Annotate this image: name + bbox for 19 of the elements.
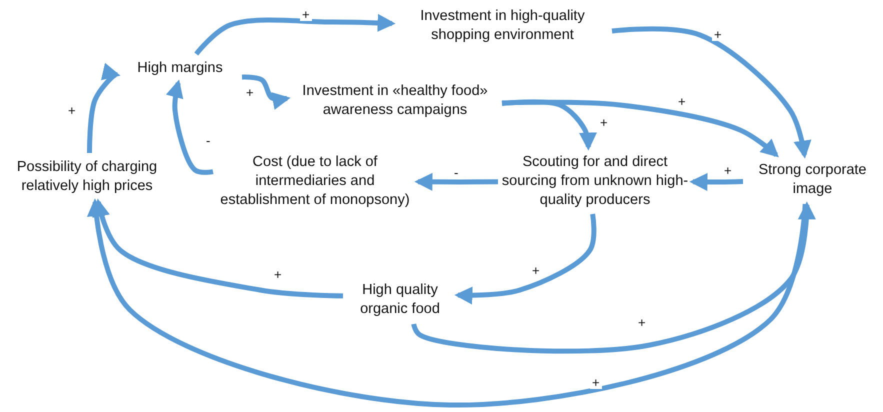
node-label: Scouting for and direct sourcing from unknown high-quality producers [500,152,690,210]
arrow [454,214,596,305]
node-label: Possibility of charging relatively high prices [16,158,158,196]
node-label: Strong corporate image [757,161,868,199]
arrow [87,62,121,153]
node-label: High margins [137,58,223,78]
arrow [194,14,396,56]
node-label: Investment in «healthy food» awareness campaigns [301,82,489,120]
node-label: Investment in high-quality shopping environment [419,7,586,45]
node-label: High quality organic food [359,281,441,319]
arrow [689,173,744,191]
arrow [92,198,344,298]
arrow [612,26,812,159]
arrow [502,100,779,158]
arrow [502,99,597,151]
arrow [242,74,291,110]
arrow [414,172,498,191]
node-label: Cost (due to lack of intermediaries and establishment of monopsony) [219,152,411,210]
arrow [87,198,808,408]
